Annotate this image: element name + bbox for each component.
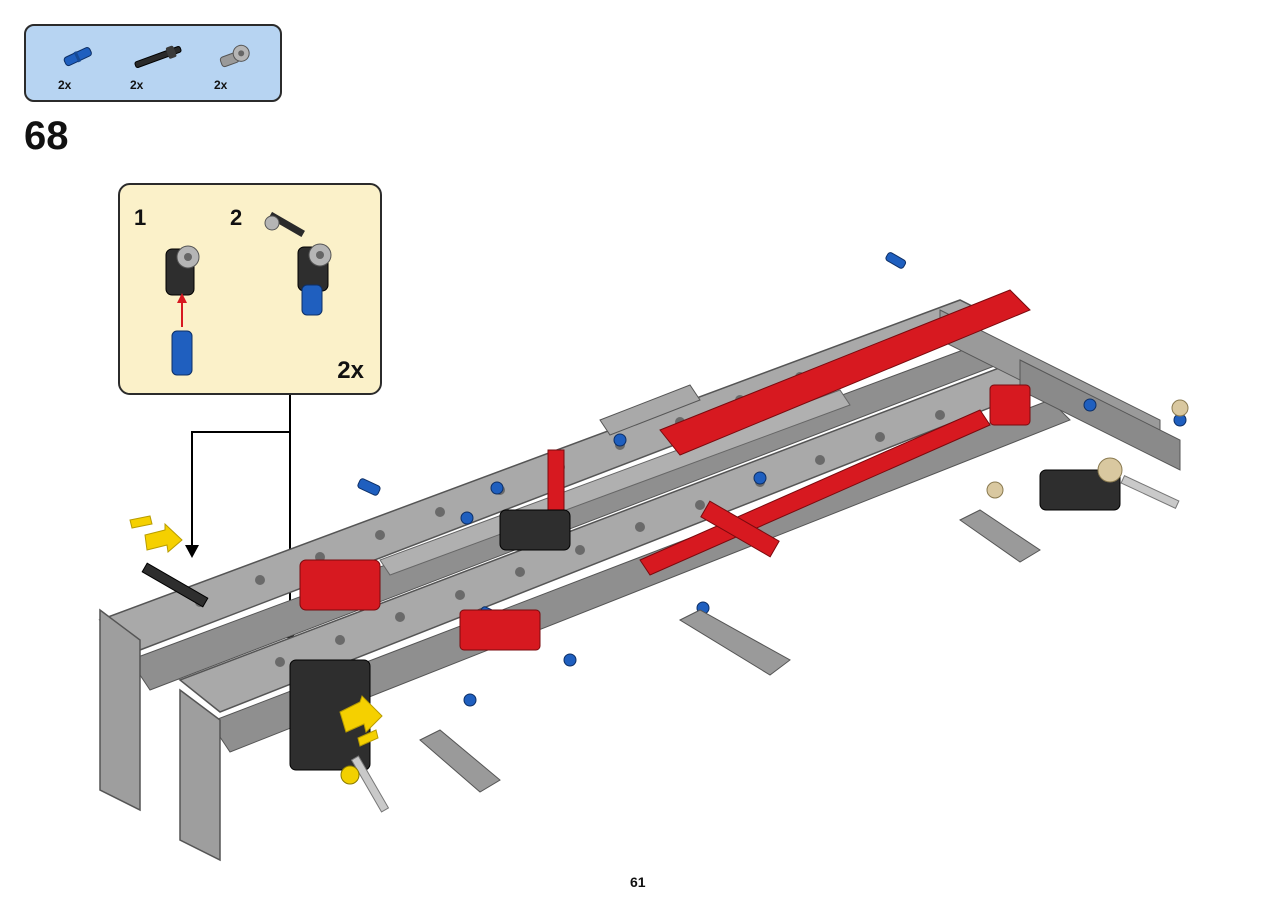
sub-assembly-multiplier: 2x	[337, 357, 364, 384]
black-axle-icon	[134, 45, 182, 68]
sub-step-2-illustration	[264, 211, 332, 316]
callout-leader-lines	[191, 395, 291, 632]
sub-step-1-illustration	[165, 245, 200, 376]
sub-assembly-callout: 1 2 2x	[118, 183, 382, 395]
part-item-blue-axle-pin: 2x	[58, 42, 118, 98]
step-number: 68	[24, 114, 69, 158]
support-legs	[419, 509, 1041, 793]
part-item-gray-connector: 2x	[214, 42, 274, 98]
part-qty: 2x	[58, 78, 72, 92]
axles-and-pins	[340, 399, 1189, 813]
dark-parts	[141, 469, 1121, 771]
yellow-arrows	[129, 515, 383, 747]
part-item-black-axle: 2x	[130, 42, 190, 98]
parts-list-box: 2x 2x 2x	[24, 24, 282, 102]
red-steering-parts	[299, 289, 1031, 651]
part-qty: 2x	[214, 78, 228, 92]
red-insert-arrow-icon	[177, 293, 187, 303]
part-qty: 2x	[130, 78, 144, 92]
page-number: 61	[630, 874, 646, 890]
blue-axle-pin-icon	[63, 47, 92, 67]
gray-axle-connector-icon	[219, 44, 250, 68]
sub-step-2-number: 2	[230, 205, 243, 230]
sub-step-1-number: 1	[134, 205, 147, 230]
arrow-head-left	[185, 545, 199, 558]
